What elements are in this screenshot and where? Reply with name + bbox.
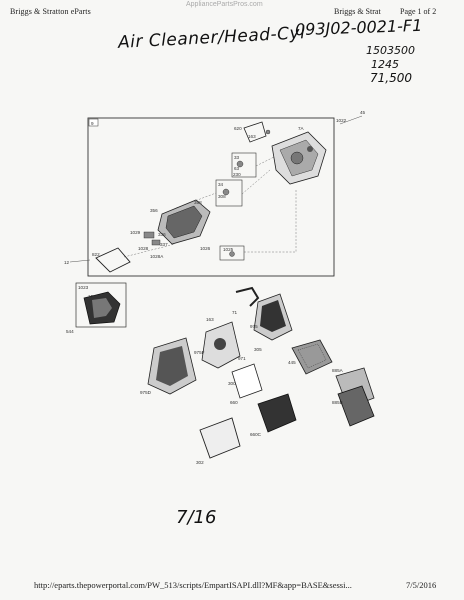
part-label: 1025 — [223, 247, 234, 252]
part-label: 1022 — [336, 118, 347, 123]
part-label: 45 — [360, 110, 366, 115]
header-watermark: AppliancePartsPros.com — [186, 1, 263, 8]
air-filter-cover-drawing — [257, 393, 297, 433]
part-label: 975D — [140, 390, 152, 395]
assembly-box — [87, 117, 335, 277]
part-label: 71 — [232, 310, 238, 315]
header-site-name-right: Briggs & Strat — [334, 7, 381, 16]
part-label: 33 — [234, 155, 240, 160]
part-label: 1023 — [78, 285, 89, 290]
cover-gasket-drawing — [95, 247, 131, 273]
part-label: 660 — [230, 400, 238, 405]
handwritten-note-1: 1503500 — [366, 44, 415, 57]
air-filter-cover-2-drawing — [337, 385, 375, 427]
subassembly-box-1023 — [75, 282, 127, 328]
carburetor-plate-drawing — [201, 321, 241, 369]
page-number: Page 1 of 2 — [400, 7, 437, 16]
cylinder-head-drawing — [271, 131, 327, 185]
valve-cover-drawing — [157, 199, 211, 245]
part-label: 12 — [64, 260, 70, 265]
part-label: 358 — [194, 200, 202, 205]
handwritten-date: 7/16 — [176, 507, 217, 528]
outer-cover-drawing — [199, 417, 241, 459]
part-label: 337 — [160, 242, 168, 247]
handwritten-note-3: 71,500 — [370, 71, 412, 85]
part-label: 356 — [150, 208, 158, 213]
air-cleaner-base-drawing — [147, 337, 197, 395]
part-label: 7A — [298, 126, 305, 131]
gasket-drawing — [243, 121, 267, 143]
footer-url: http://eparts.thepowerportal.com/PW_513/… — [34, 580, 352, 590]
part-label: 885B — [332, 400, 343, 405]
part-label: 1022 — [88, 294, 99, 299]
part-label: 975 — [250, 324, 258, 329]
part-label: 308 — [218, 194, 226, 199]
air-cleaner-body-drawing — [253, 293, 293, 341]
footer-date: 7/5/2016 — [406, 580, 437, 590]
filter-element-drawing — [291, 339, 333, 375]
part-label: 163 — [206, 317, 214, 322]
pre-cleaner-drawing — [231, 363, 263, 399]
part-label: 1029 — [130, 230, 141, 235]
box-number-frame — [88, 118, 99, 127]
subassembly-box-33 — [231, 152, 257, 178]
part-label: 620 — [234, 126, 242, 131]
breather-cover-drawing — [83, 291, 121, 325]
part-label: 660C — [250, 432, 262, 437]
part-label: 1028 — [138, 246, 149, 251]
handwritten-note-2: 1245 — [371, 58, 399, 71]
header-site-name: Briggs & Stratton eParts — [10, 7, 91, 16]
part-label: 975F — [194, 350, 205, 355]
part-labels: 1022 45 620 163 7A 33 63 230 34 308 358 … — [64, 110, 366, 465]
part-label: 971 — [238, 356, 246, 361]
part-label: 63 — [234, 166, 240, 171]
part-label: 305 — [254, 347, 262, 352]
part-label: 302 — [196, 460, 204, 465]
part-label: 230 — [233, 172, 241, 177]
part-label: 1028A — [150, 254, 164, 259]
part-label: 885A — [332, 368, 344, 373]
part-label: 300 — [228, 381, 236, 386]
part-label: 1026 — [200, 246, 211, 251]
link-rod-drawing — [235, 286, 260, 307]
part-label: 163 — [248, 134, 256, 139]
box-number: 9 — [91, 121, 94, 126]
small-parts-drawing — [143, 129, 271, 257]
part-label: 822 — [92, 252, 100, 257]
part-label: 544 — [66, 329, 74, 334]
part-label: 445 — [288, 360, 296, 365]
part-label: 34 — [218, 182, 224, 187]
subassembly-box-1025 — [219, 245, 245, 261]
part-label: 336 — [158, 232, 166, 237]
